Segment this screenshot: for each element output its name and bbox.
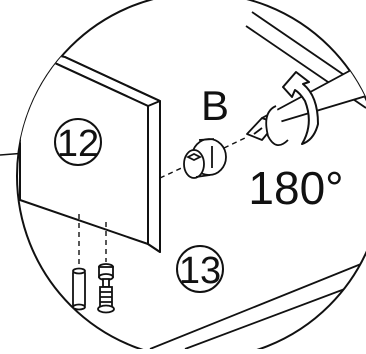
panel-number-label: 12	[57, 123, 99, 165]
cam-bolt-icon	[98, 264, 114, 313]
dowel-icon	[73, 269, 85, 310]
cam-lock-fitting-icon	[184, 139, 226, 178]
part-letter-label: B	[201, 82, 229, 129]
cam-guide-line-2	[224, 137, 247, 148]
floor-number-label: 13	[179, 250, 221, 292]
panel-number-badge: 12	[55, 119, 101, 165]
floor-number-badge: 13	[177, 246, 223, 292]
rotation-label: 180°	[248, 162, 343, 214]
